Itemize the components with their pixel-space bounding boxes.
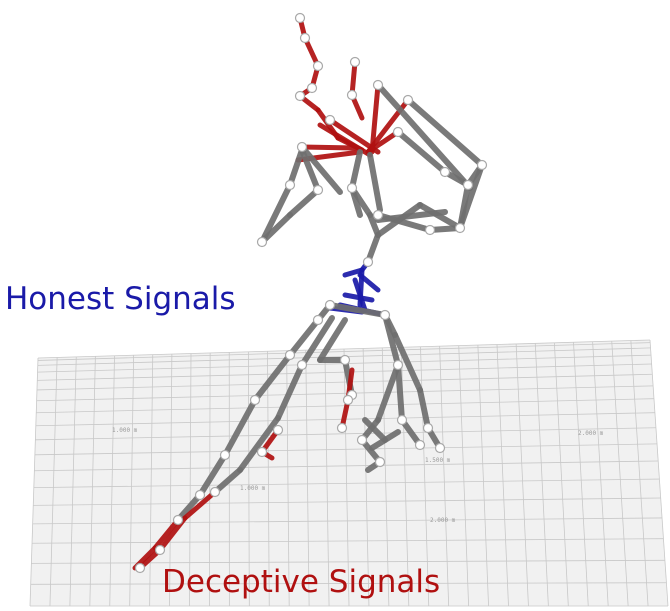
bone: [370, 155, 380, 210]
joint-marker: [381, 311, 390, 320]
bone: [290, 190, 318, 215]
joint-marker: [326, 116, 335, 125]
bone: [302, 147, 355, 148]
joint-marker: [436, 444, 445, 453]
joint-marker: [314, 186, 323, 195]
joint-marker: [351, 58, 360, 67]
joint-marker: [251, 396, 260, 405]
joint-marker: [364, 258, 373, 267]
joint-marker: [404, 96, 413, 105]
deceptive-signals-label: Deceptive Signals: [162, 567, 440, 598]
joint-marker: [196, 491, 205, 500]
joint-marker: [308, 84, 317, 93]
floor-annotation: 1.000 m: [240, 485, 266, 492]
joint-marker: [416, 441, 425, 450]
joint-marker: [136, 564, 145, 573]
joint-marker: [341, 356, 350, 365]
joint-marker: [394, 361, 403, 370]
joint-marker: [174, 516, 183, 525]
joint-marker: [394, 128, 403, 137]
joint-marker: [296, 92, 305, 101]
honest-signals-label: Honest Signals: [5, 284, 236, 315]
joint-marker: [298, 361, 307, 370]
joint-marker: [326, 301, 335, 310]
joint-marker: [374, 81, 383, 90]
joint-marker: [424, 424, 433, 433]
joint-marker: [456, 224, 465, 233]
joint-marker: [376, 458, 385, 467]
joint-marker: [211, 488, 220, 497]
joint-marker: [298, 143, 307, 152]
floor-annotation: 2.000 m: [430, 517, 456, 524]
bone: [290, 150, 302, 185]
joint-marker: [338, 424, 347, 433]
joint-marker: [374, 211, 383, 220]
joint-marker: [348, 184, 357, 193]
floor-annotation: 1.500 m: [425, 457, 451, 464]
joint-marker: [478, 161, 487, 170]
joint-marker: [314, 316, 323, 325]
joint-marker: [221, 451, 230, 460]
joint-marker: [314, 62, 323, 71]
joint-marker: [258, 238, 267, 247]
bone: [262, 185, 290, 242]
joint-marker: [156, 546, 165, 555]
joint-marker: [286, 181, 295, 190]
joint-marker: [301, 34, 310, 43]
joint-marker: [296, 14, 305, 23]
joint-marker: [358, 436, 367, 445]
joint-marker: [344, 396, 353, 405]
joint-marker: [258, 448, 267, 457]
joint-marker: [274, 426, 283, 435]
joint-marker: [441, 168, 450, 177]
joint-marker: [426, 226, 435, 235]
floor-annotation: 1.000 m: [112, 427, 138, 434]
joint-marker: [464, 181, 473, 190]
bone: [398, 365, 402, 420]
floor-annotation: 2.000 m: [578, 430, 604, 437]
joint-marker: [286, 351, 295, 360]
bone: [352, 152, 360, 188]
joint-marker: [348, 91, 357, 100]
joint-marker: [398, 416, 407, 425]
